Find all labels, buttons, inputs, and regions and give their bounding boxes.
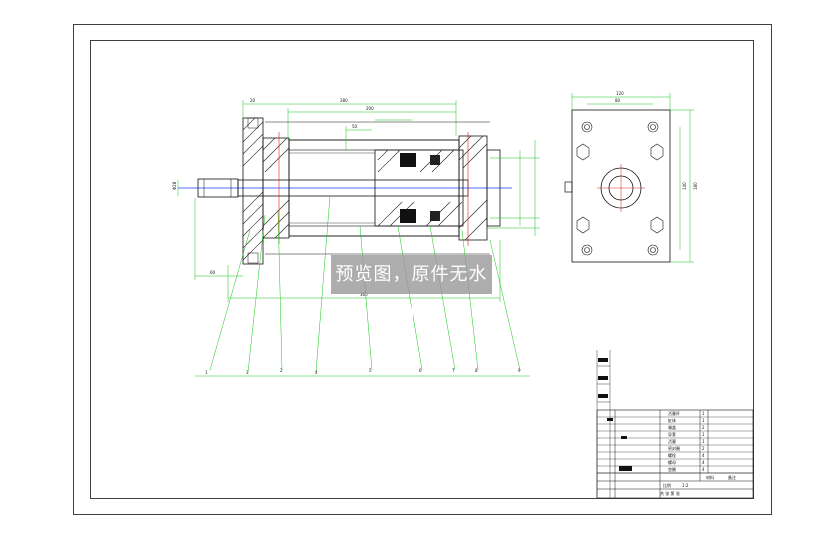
balloon-3: 3 xyxy=(246,370,249,375)
svg-text:50: 50 xyxy=(352,124,358,129)
leader-lines xyxy=(195,195,530,377)
scale-label: 比例 xyxy=(663,482,671,488)
bolt-holes xyxy=(576,121,664,256)
part-qty: 2 xyxy=(702,425,705,430)
watermark: 预览图，原件无水印 xyxy=(331,255,492,324)
dimensions-main xyxy=(177,100,540,302)
part-qty: 2 xyxy=(702,446,705,451)
seal-lower xyxy=(400,209,416,223)
part-qty: 1 xyxy=(702,411,705,416)
parts-list-text: 活塞杆 1 缸体 1 端盖 2 导套 1 活塞 1 密封圈 2 螺栓 4 螺母 4 垫圈 4 xyxy=(668,410,705,472)
seal-upper xyxy=(400,153,416,167)
part-qty: 1 xyxy=(702,439,705,444)
balloon-4: 4 xyxy=(315,370,318,375)
dimension-values: 280 200 50 20 60 360 Φ28 xyxy=(172,98,374,297)
part-name: 密封圈 xyxy=(668,445,680,451)
piston xyxy=(374,149,464,227)
svg-text:80: 80 xyxy=(615,98,621,103)
part-qty: 4 xyxy=(702,460,705,465)
balloon-6: 6 xyxy=(419,368,422,373)
end-view: 120 80 180 140 xyxy=(564,91,698,263)
sheet-count: 共 张 第 张 xyxy=(660,490,680,496)
material-label: 材料 xyxy=(706,474,714,480)
part-name: 缸体 xyxy=(668,417,676,423)
svg-text:360: 360 xyxy=(360,292,368,297)
svg-text:200: 200 xyxy=(366,106,374,111)
revision-column xyxy=(596,350,611,498)
outer-border xyxy=(73,24,772,515)
svg-text:20: 20 xyxy=(250,98,256,103)
part-name: 活塞杆 xyxy=(668,410,680,416)
part-qty: 1 xyxy=(702,418,705,423)
svg-text:60: 60 xyxy=(210,270,216,275)
part-qty: 1 xyxy=(702,432,705,437)
scale-value: 1:2 xyxy=(682,483,689,488)
note-label: 备注 xyxy=(728,474,736,480)
flange-hatch xyxy=(242,117,264,261)
part-name: 螺母 xyxy=(668,459,676,465)
part-name: 螺栓 xyxy=(668,452,676,458)
balloon-7: 7 xyxy=(452,368,455,373)
balloon-8: 8 xyxy=(475,368,478,373)
part-name: 活塞 xyxy=(668,438,676,444)
balloon-2: 2 xyxy=(280,368,283,373)
svg-text:280: 280 xyxy=(340,98,348,103)
part-qty: 4 xyxy=(702,467,705,472)
part-name: 垫圈 xyxy=(668,466,676,472)
part-name: 端盖 xyxy=(668,424,676,430)
title-block-labels: 比例 1:2 材料 备注 共 张 第 张 xyxy=(660,474,736,496)
part-qty: 4 xyxy=(702,453,705,458)
svg-text:120: 120 xyxy=(616,91,624,96)
title-block xyxy=(596,409,754,499)
balloon-9: 9 xyxy=(518,368,521,373)
balloon-labels: 1 3 2 4 5 6 7 8 9 xyxy=(205,368,521,375)
inner-border xyxy=(90,40,754,499)
svg-text:140: 140 xyxy=(682,182,687,190)
balloon-1: 1 xyxy=(205,370,208,375)
svg-text:Φ28: Φ28 xyxy=(172,181,177,190)
svg-text:180: 180 xyxy=(693,182,698,190)
front-flange xyxy=(242,117,264,265)
cylinder-section-view xyxy=(178,117,512,265)
part-name: 导套 xyxy=(668,431,676,437)
balloon-5: 5 xyxy=(369,368,372,373)
